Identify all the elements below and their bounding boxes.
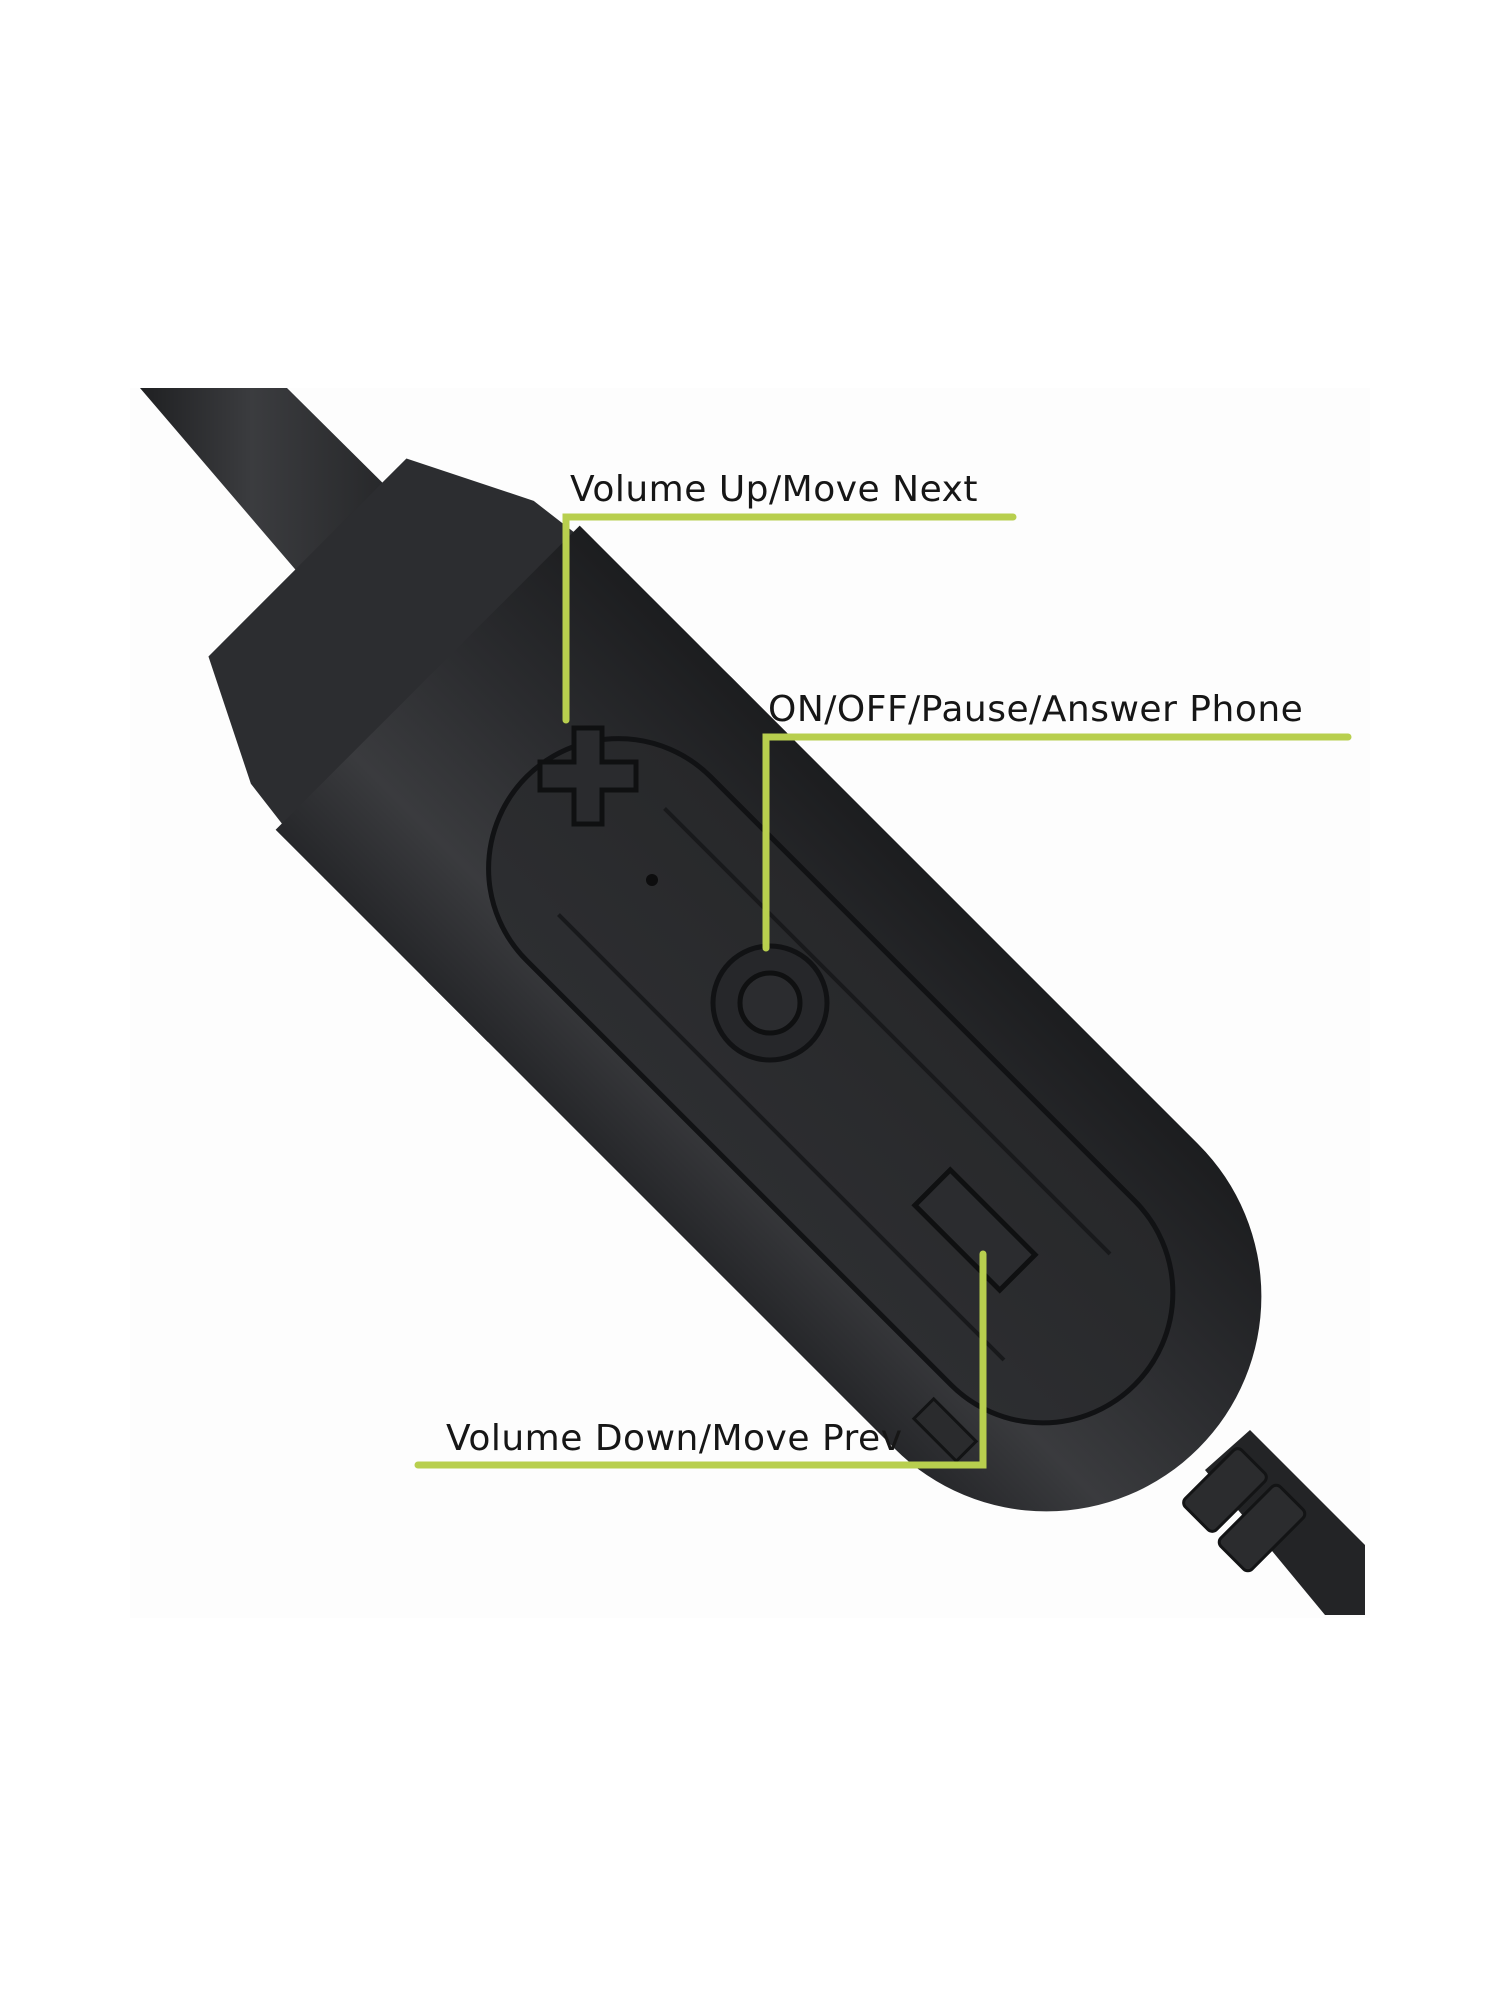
bottom-cable [1182,1430,1365,1615]
callout-label-volume-up: Volume Up/Move Next [570,469,979,510]
callout-label-power: ON/OFF/Pause/Answer Phone [768,689,1304,730]
callout-line-volume-up [562,513,1017,724]
remote-body [208,458,1262,1512]
plus-icon[interactable] [492,680,684,872]
circle-button-icon[interactable] [710,943,830,1063]
callout-line-volume-down [414,1250,987,1469]
callout-label-volume-down: Volume Down/Move Prev [446,1418,903,1459]
microphone-hole-icon [646,874,658,886]
side-port [911,1396,979,1464]
minus-icon[interactable] [911,1166,1039,1294]
callout-line-power [762,733,1352,952]
